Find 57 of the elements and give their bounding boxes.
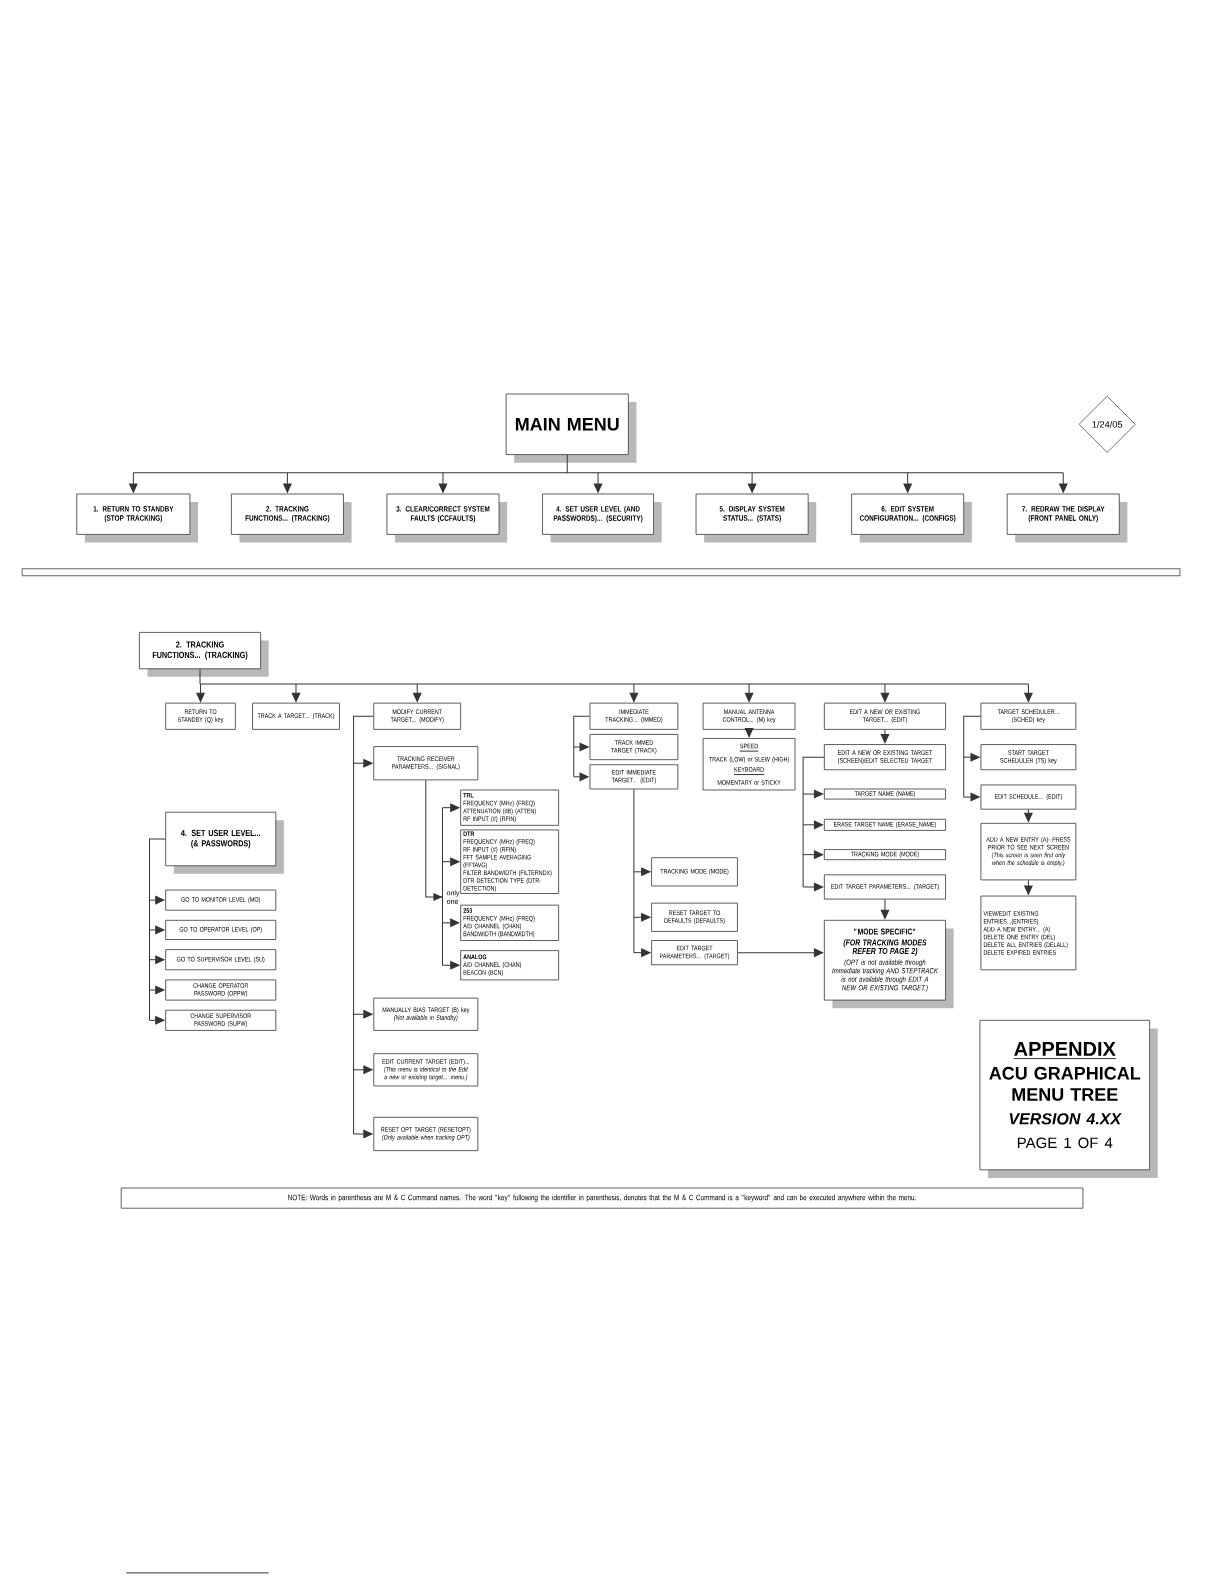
arrow bbox=[352, 1010, 373, 1019]
connector-trunk bbox=[573, 715, 590, 778]
arrow bbox=[880, 729, 890, 744]
arrow bbox=[148, 1016, 165, 1025]
arrow bbox=[573, 742, 589, 752]
arrow bbox=[629, 683, 638, 702]
arrow bbox=[633, 913, 651, 922]
connector-trunk bbox=[199, 668, 1029, 685]
arrow bbox=[573, 772, 589, 782]
connector-trunk bbox=[425, 779, 443, 966]
arrow bbox=[1058, 472, 1068, 493]
arrow bbox=[148, 925, 165, 935]
menu-box: 4. SET USER LEVEL... (& PASSWORDS) bbox=[165, 811, 284, 874]
connector-trunk bbox=[352, 715, 374, 1135]
arrow bbox=[148, 955, 165, 964]
arrow bbox=[633, 948, 651, 957]
arrow bbox=[1023, 809, 1033, 823]
arrow bbox=[352, 1065, 373, 1075]
arrow bbox=[441, 918, 460, 928]
arrow bbox=[1023, 879, 1033, 895]
arrow bbox=[880, 899, 890, 920]
arrow bbox=[593, 472, 603, 493]
arrow bbox=[963, 792, 980, 802]
menu-box: 2. TRACKING FUNCTIONS... (TRACKING) bbox=[138, 631, 269, 677]
menu-box: MAIN MENU bbox=[505, 393, 637, 463]
arrow bbox=[747, 472, 757, 493]
arrow bbox=[744, 727, 754, 738]
arrow bbox=[441, 803, 460, 812]
connector-trunk bbox=[132, 454, 1064, 474]
arrow bbox=[633, 867, 651, 877]
connector-trunk bbox=[802, 756, 825, 888]
arrow bbox=[802, 882, 823, 892]
arrow bbox=[737, 948, 823, 957]
arrow bbox=[128, 472, 138, 493]
arrow bbox=[148, 895, 165, 905]
arrow bbox=[196, 683, 205, 702]
arrow bbox=[1023, 683, 1033, 702]
arrow bbox=[802, 789, 823, 799]
arrow bbox=[291, 683, 301, 702]
appendix-box: APPENDIX ACU GRAPHICAL MENU TREE VERSION 4.XX PAGE 1 OF 4 bbox=[979, 1019, 1158, 1178]
arrow bbox=[802, 850, 823, 859]
arrow bbox=[148, 985, 165, 995]
arrow bbox=[441, 961, 460, 970]
connector-trunk bbox=[963, 715, 981, 798]
arrow bbox=[441, 857, 460, 866]
arrow bbox=[352, 1129, 373, 1139]
arrow bbox=[282, 472, 292, 493]
arrow bbox=[744, 683, 754, 702]
connector-trunk bbox=[633, 788, 635, 954]
arrow bbox=[963, 752, 980, 762]
arrow bbox=[352, 758, 373, 768]
arrow bbox=[880, 683, 890, 702]
arrow bbox=[412, 683, 422, 702]
arrow bbox=[438, 472, 448, 493]
arrow bbox=[903, 472, 912, 493]
connector-trunk bbox=[148, 838, 166, 1021]
arrow bbox=[802, 820, 823, 830]
